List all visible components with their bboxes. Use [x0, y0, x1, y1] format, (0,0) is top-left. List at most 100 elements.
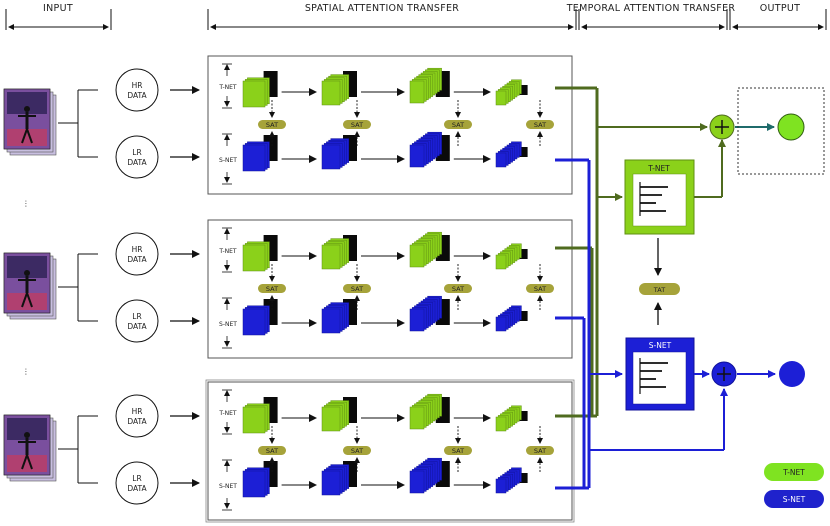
input-video-frames [3, 88, 57, 156]
attention-map [519, 411, 528, 421]
snet-side-label: S-NET [219, 157, 237, 164]
input-video-frames [3, 414, 57, 482]
hr-label: HR [132, 81, 143, 90]
header-input: INPUT [43, 3, 73, 14]
attention-map [519, 311, 528, 321]
snet-temporal-label: S-NET [649, 341, 672, 350]
hr-label: HR [132, 407, 143, 416]
tnet-feature-block [409, 393, 442, 430]
sat-pill [526, 446, 554, 455]
snet-side-label: S-NET [219, 483, 237, 490]
tnet-feature-block [409, 67, 442, 104]
hr-data-node [115, 68, 159, 112]
attention-map [519, 473, 528, 483]
ranking-bars-icon [639, 358, 668, 394]
tnet-feature-block [242, 403, 270, 434]
hr-data-label: DATA [127, 417, 147, 426]
snet-feature-block [321, 138, 350, 170]
header-bar: INPUT SPATIAL ATTENTION TRANSFER TEMPORA… [5, 3, 827, 30]
sat-pill [343, 446, 371, 455]
tnet-side-label: T-NET [218, 410, 237, 417]
tnet-feature-block [409, 231, 442, 268]
sat-pill [258, 120, 286, 129]
hr-data-label: DATA [127, 91, 147, 100]
sat-label: SAT [266, 285, 278, 293]
tnet-feature-block [242, 241, 270, 272]
sat-pill [343, 120, 371, 129]
plus-circle-icon [709, 114, 735, 140]
snet-output-circle [779, 361, 805, 387]
attention-map [519, 85, 528, 95]
plus-circle-icon [711, 361, 737, 387]
sat-pill [444, 120, 472, 129]
sat-label: SAT [351, 285, 363, 293]
sat-pill [258, 284, 286, 293]
sat-pill [526, 120, 554, 129]
hr-data-node [115, 394, 159, 438]
tat-label: TAT [653, 286, 665, 294]
snet-side-label: S-NET [219, 321, 237, 328]
lr-data-label: DATA [127, 484, 147, 493]
snet-feature-block [242, 467, 270, 498]
legend-snet-label: S-NET [783, 495, 806, 504]
hr-data-label: DATA [127, 255, 147, 264]
hr-data-node [115, 232, 159, 276]
temporal-section: T-NET TAT S-NET [555, 86, 825, 490]
sat-pill [444, 284, 472, 293]
snet-feature-block [495, 467, 522, 494]
sat-pill [258, 446, 286, 455]
sat-label: SAT [351, 447, 363, 455]
sat-label: SAT [452, 447, 464, 455]
tnet-temporal-label: T-NET [647, 164, 670, 173]
sat-pill [444, 446, 472, 455]
ranking-bars-icon [639, 182, 668, 216]
ellipsis-2: ⋮ [22, 367, 30, 376]
header-output: OUTPUT [760, 3, 801, 14]
tnet-output-circle [777, 113, 805, 141]
lr-data-label: DATA [127, 158, 147, 167]
tnet-feature-block [495, 79, 522, 106]
tnet-feature-block [321, 74, 350, 106]
sat-label: SAT [452, 285, 464, 293]
lr-label: LR [132, 148, 141, 157]
input-video-frames [3, 252, 57, 320]
snet-feature-block [409, 295, 442, 332]
tnet-feature-block [321, 238, 350, 270]
hr-label: HR [132, 245, 143, 254]
tnet-feature-block [495, 405, 522, 432]
tnet-side-label: T-NET [218, 84, 237, 91]
snet-feature-block [242, 305, 270, 336]
snet-feature-block [495, 141, 522, 168]
tnet-feature-block [321, 400, 350, 432]
tnet-side-label: T-NET [218, 248, 237, 255]
legend: T-NET S-NET [764, 463, 824, 508]
lr-data-node [115, 461, 159, 505]
legend-snet-swatch [764, 490, 824, 508]
ellipsis-1: ⋮ [22, 199, 30, 208]
output-box [737, 87, 825, 175]
lr-label: LR [132, 474, 141, 483]
lr-data-node [115, 299, 159, 343]
header-temporal: TEMPORAL ATTENTION TRANSFER [566, 3, 736, 14]
sat-label: SAT [534, 447, 546, 455]
lr-data-node [115, 135, 159, 179]
sat-pill [526, 284, 554, 293]
tnet-feature-block [495, 243, 522, 270]
snet-feature-block [495, 305, 522, 332]
tat-pill [639, 283, 680, 295]
snet-feature-block [409, 457, 442, 494]
sat-label: SAT [266, 121, 278, 129]
attention-map [519, 249, 528, 259]
sat-label: SAT [534, 121, 546, 129]
snet-feature-block [242, 141, 270, 172]
tnet-feature-block [242, 77, 270, 108]
sat-label: SAT [534, 285, 546, 293]
snet-feature-block [321, 302, 350, 334]
lr-data-label: DATA [127, 322, 147, 331]
legend-tnet-swatch [764, 463, 824, 481]
sat-pill [343, 284, 371, 293]
